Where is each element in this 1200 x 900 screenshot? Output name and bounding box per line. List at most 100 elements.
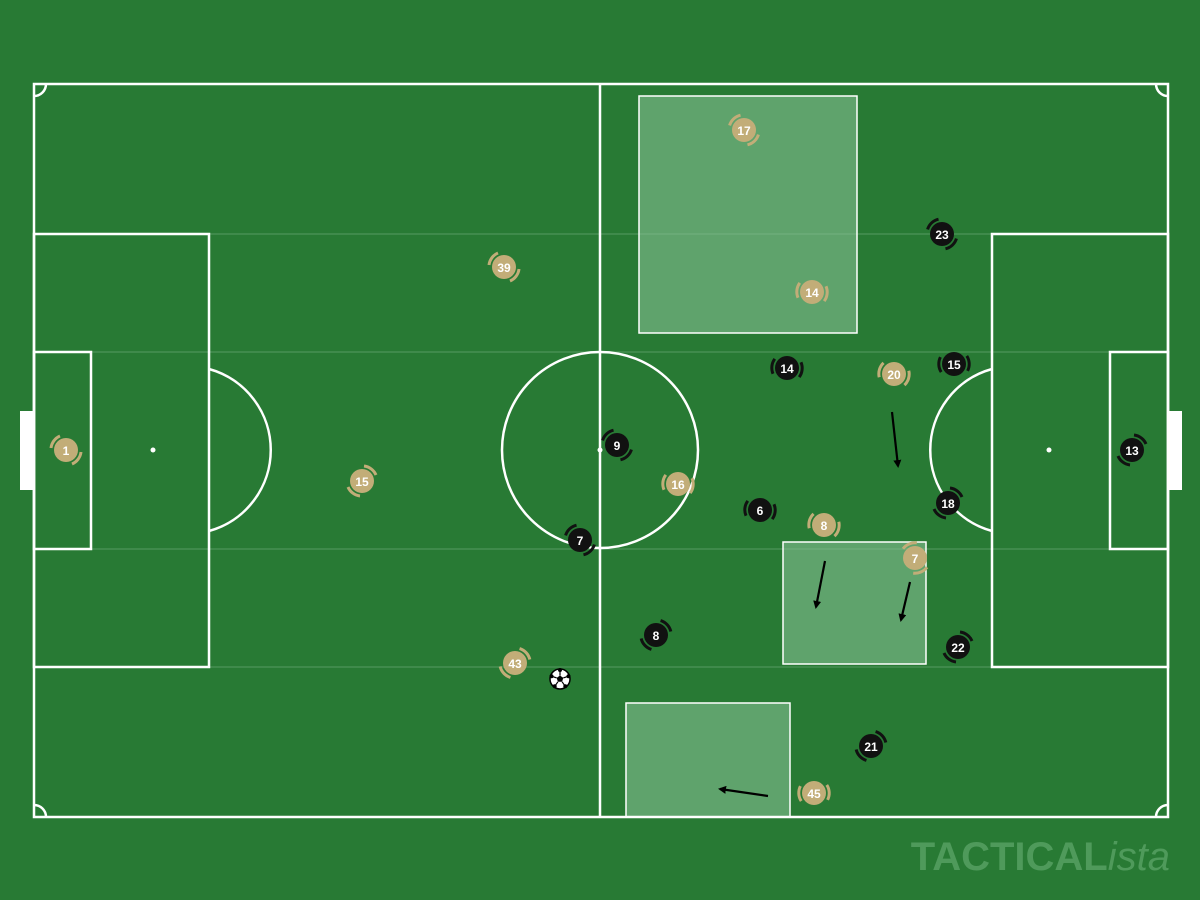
player-team-b-13: 13 bbox=[1116, 433, 1148, 467]
player-team-b-14: 14 bbox=[770, 356, 804, 380]
player-team-b-22: 22 bbox=[942, 630, 974, 664]
left-penalty-spot bbox=[150, 447, 156, 453]
left-penalty-arc bbox=[208, 367, 272, 533]
player-direction-marker bbox=[728, 113, 760, 147]
player-direction-marker bbox=[901, 541, 929, 575]
players: 1 15 39 43 16 17 14 20 8 7 45 9 7 8 14 6 23 15 18 13 22 21 bbox=[49, 113, 1148, 805]
player-team-b-18: 18 bbox=[932, 486, 964, 520]
right-penalty-arc bbox=[929, 367, 993, 533]
player-team-b-7: 7 bbox=[564, 523, 596, 557]
movement-arrows bbox=[718, 411, 912, 798]
player-team-a-14: 14 bbox=[795, 280, 829, 304]
player-token bbox=[882, 362, 906, 386]
player-token bbox=[775, 356, 799, 380]
player-number: 18 bbox=[941, 497, 955, 511]
player-token bbox=[54, 438, 78, 462]
player-team-a-8: 8 bbox=[807, 512, 841, 538]
player-number: 17 bbox=[737, 124, 751, 138]
player-direction-marker bbox=[346, 464, 378, 498]
player-number: 23 bbox=[935, 228, 949, 242]
player-direction-marker bbox=[926, 217, 958, 251]
watermark-part-2: ista bbox=[1107, 835, 1170, 879]
player-direction-marker bbox=[498, 647, 532, 679]
player-token bbox=[802, 781, 826, 805]
right-goal bbox=[1168, 411, 1182, 490]
player-token bbox=[350, 469, 374, 493]
player-token bbox=[903, 546, 927, 570]
movement-arrow bbox=[813, 560, 827, 609]
movement-arrow bbox=[890, 411, 902, 468]
player-team-a-43: 43 bbox=[498, 647, 532, 679]
player-number: 13 bbox=[1125, 444, 1139, 458]
player-team-b-6: 6 bbox=[743, 498, 777, 522]
movement-arrow bbox=[898, 581, 912, 622]
player-number: 21 bbox=[864, 740, 878, 754]
player-direction-marker bbox=[564, 523, 596, 557]
player-token bbox=[492, 255, 516, 279]
player-token bbox=[1120, 438, 1144, 462]
player-number: 6 bbox=[757, 504, 764, 518]
player-number: 8 bbox=[821, 519, 828, 533]
player-direction-marker bbox=[743, 499, 777, 521]
corner-arc-bottom-right bbox=[1154, 803, 1169, 818]
player-number: 16 bbox=[671, 478, 685, 492]
player-direction-marker bbox=[601, 428, 633, 462]
player-direction-marker bbox=[932, 486, 964, 520]
player-direction-marker bbox=[661, 473, 695, 495]
player-direction-marker bbox=[937, 355, 971, 373]
player-team-a-17: 17 bbox=[728, 113, 760, 147]
football-icon bbox=[549, 668, 571, 690]
player-team-b-23: 23 bbox=[926, 217, 958, 251]
zone-bottom bbox=[625, 702, 791, 818]
player-token bbox=[748, 498, 772, 522]
player-number: 7 bbox=[912, 552, 919, 566]
player-team-b-8: 8 bbox=[639, 619, 673, 651]
player-number: 7 bbox=[577, 534, 584, 548]
player-number: 1 bbox=[63, 444, 70, 458]
player-number: 8 bbox=[653, 629, 660, 643]
player-team-a-39: 39 bbox=[487, 251, 521, 283]
player-token bbox=[936, 491, 960, 515]
player-direction-marker bbox=[49, 434, 83, 466]
player-direction-marker bbox=[487, 251, 521, 283]
corner-arc-top-left bbox=[33, 83, 48, 98]
right-penalty-spot bbox=[1046, 447, 1052, 453]
player-direction-marker bbox=[770, 357, 804, 379]
player-direction-marker bbox=[795, 281, 829, 303]
player-team-a-45: 45 bbox=[797, 781, 831, 805]
centre-spot bbox=[597, 447, 603, 453]
player-token bbox=[568, 528, 592, 552]
player-direction-marker bbox=[797, 784, 831, 802]
player-number: 45 bbox=[807, 787, 821, 801]
player-direction-marker bbox=[807, 512, 841, 538]
player-team-b-21: 21 bbox=[854, 730, 888, 762]
player-direction-marker bbox=[1116, 433, 1148, 467]
centre-circle bbox=[500, 350, 700, 550]
player-team-a-7: 7 bbox=[901, 541, 929, 575]
player-token bbox=[732, 118, 756, 142]
watermark-part-1: TACTICAL bbox=[910, 835, 1108, 879]
movement-arrow bbox=[718, 785, 769, 798]
player-team-a-1: 1 bbox=[49, 434, 83, 466]
corner-arc-bottom-left bbox=[33, 803, 48, 818]
player-token bbox=[503, 651, 527, 675]
player-number: 14 bbox=[780, 362, 794, 376]
player-team-b-9: 9 bbox=[601, 428, 633, 462]
player-token bbox=[930, 222, 954, 246]
player-number: 15 bbox=[355, 475, 369, 489]
player-number: 22 bbox=[951, 641, 965, 655]
player-number: 9 bbox=[614, 439, 621, 453]
player-direction-marker bbox=[942, 630, 974, 664]
player-token bbox=[859, 734, 883, 758]
player-number: 14 bbox=[805, 286, 819, 300]
player-token bbox=[644, 623, 668, 647]
player-direction-marker bbox=[854, 730, 888, 762]
left-goal bbox=[20, 411, 34, 490]
corner-arc-top-right bbox=[1154, 83, 1169, 98]
player-number: 15 bbox=[947, 358, 961, 372]
player-number: 20 bbox=[887, 368, 901, 382]
player-number: 43 bbox=[508, 657, 522, 671]
player-number: 39 bbox=[497, 261, 511, 275]
